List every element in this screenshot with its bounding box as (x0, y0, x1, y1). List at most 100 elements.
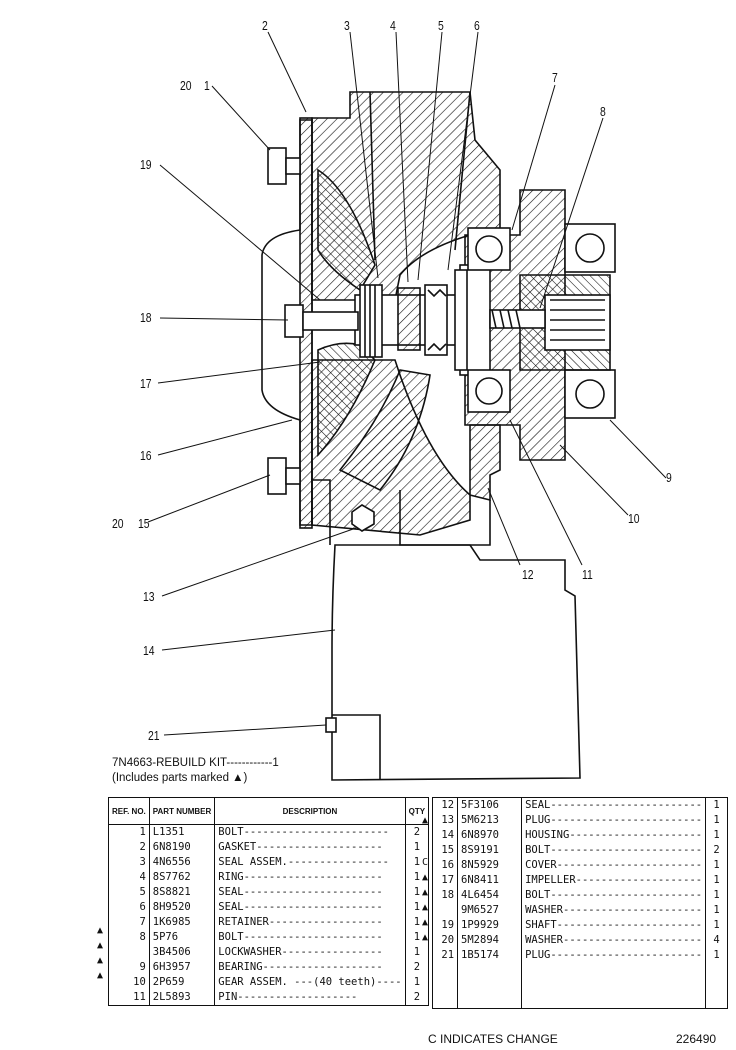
callout-5: 5 (438, 18, 444, 33)
bolt-bottom (267, 457, 287, 495)
empty-cell (457, 993, 523, 1009)
header-ref: REF. NO. (108, 797, 150, 825)
qty-cell: 1 (404, 930, 429, 945)
description-cell: BOLT---------------------- (218, 931, 383, 943)
empty-cell (457, 963, 523, 978)
description-cell: GEAR ASSEM. ---(40 teeth)---- (218, 976, 402, 988)
plug-21 (325, 717, 337, 733)
qty-cell: 1 (705, 903, 728, 918)
empty-cell (457, 978, 523, 993)
callout-19: 19 (140, 157, 152, 172)
part-number-cell: 6N8411 (457, 873, 523, 888)
qty-cell: 1 (404, 915, 429, 930)
empty-cell (432, 993, 459, 1009)
description-cell: RING---------------------- (218, 871, 383, 883)
ref-cell: 21 (432, 948, 459, 963)
change-note: C INDICATES CHANGE (428, 1032, 558, 1046)
retainer (454, 269, 468, 371)
cross-section-svg (147, 31, 667, 781)
qty-cell: 1 (404, 885, 429, 900)
description-cell: IMPELLER-------------------- (525, 874, 703, 886)
plug-13 (351, 504, 375, 532)
qty-cell: 1 (705, 948, 728, 963)
qty-cell: 1 (705, 828, 728, 843)
description-cell: PLUG------------------------ (525, 814, 703, 826)
ref-cell: 10 (108, 975, 150, 990)
empty-row (432, 978, 728, 993)
empty-cell (522, 978, 706, 993)
water-pump-cross-section: 20 1 2 3 4 5 6 7 8 19 18 17 16 20 15 13 … (112, 18, 672, 781)
description-cell: RETAINER------------------ (218, 916, 383, 928)
qty-cell: 1 (705, 858, 728, 873)
part-number-cell: 4L6454 (457, 888, 523, 903)
ref-cell: 2 (108, 840, 150, 855)
callout-12: 12 (522, 567, 534, 582)
kit-mark-7: ▲ (97, 925, 104, 936)
ref-cell: 6 (108, 900, 150, 915)
description-cell: SHAFT----------------------- (525, 919, 703, 931)
ref-cell: 18 (432, 888, 459, 903)
ref-cell: 19 (432, 918, 459, 933)
ref-cell: 7 (108, 915, 150, 930)
description-cell: PIN------------------- (218, 991, 358, 1003)
callout-4: 4 (390, 18, 396, 33)
callout-6: 6 (474, 18, 480, 33)
callout-20-lower: 20 (112, 516, 124, 531)
kit-mark-19: ▲ (422, 917, 429, 928)
empty-cell (432, 963, 459, 978)
header-description: DESCRIPTION (214, 797, 406, 825)
qty-cell: 1 (404, 855, 429, 870)
qty-cell: 1 (705, 873, 728, 888)
description-cell: BOLT----------------------- (218, 826, 389, 838)
part-number-cell: 8S9191 (457, 843, 523, 858)
qty-cell: 1 (705, 888, 728, 903)
part-number-cell: 1K6985 (149, 915, 216, 930)
header-qty: QTY (404, 797, 429, 825)
description-cell: BEARING------------------- (218, 961, 383, 973)
part-number-cell: 2P659 (149, 975, 216, 990)
callout-18: 18 (140, 310, 152, 325)
callout-3: 3 (344, 18, 350, 33)
part-number-cell: 1B5174 (457, 948, 523, 963)
description-cell: BOLT------------------------ (525, 844, 703, 856)
header-part-number: PART NUMBER (149, 797, 216, 825)
callout-21: 21 (148, 728, 160, 743)
housing-body (331, 544, 581, 781)
qty-cell: 1 (705, 813, 728, 828)
kit-mark-20: ▲ (422, 932, 429, 943)
ref-cell: 8 (108, 930, 150, 945)
ref-cell: 13 (432, 813, 459, 828)
drawing-number: 226490 (676, 1032, 717, 1046)
part-number-cell: 5M6213 (457, 813, 523, 828)
description-cell: PLUG------------------------ (525, 949, 703, 961)
callout-16: 16 (140, 448, 152, 463)
part-number-cell: 8S8821 (149, 885, 216, 900)
part-number-cell: 5F3106 (457, 797, 523, 813)
part-number-cell: 5M2894 (457, 933, 523, 948)
description-cell: WASHER---------------------- (525, 904, 703, 916)
callout-8: 8 (600, 104, 606, 119)
callout-13: 13 (143, 589, 155, 604)
leader-lines (147, 31, 667, 736)
qty-cell: 1 (404, 945, 429, 960)
part-number-cell: 6N8970 (457, 828, 523, 843)
ref-cell: 14 (432, 828, 459, 843)
callout-15: 15 (138, 516, 150, 531)
ref-cell (108, 945, 150, 960)
qty-cell: 2 (404, 824, 429, 840)
